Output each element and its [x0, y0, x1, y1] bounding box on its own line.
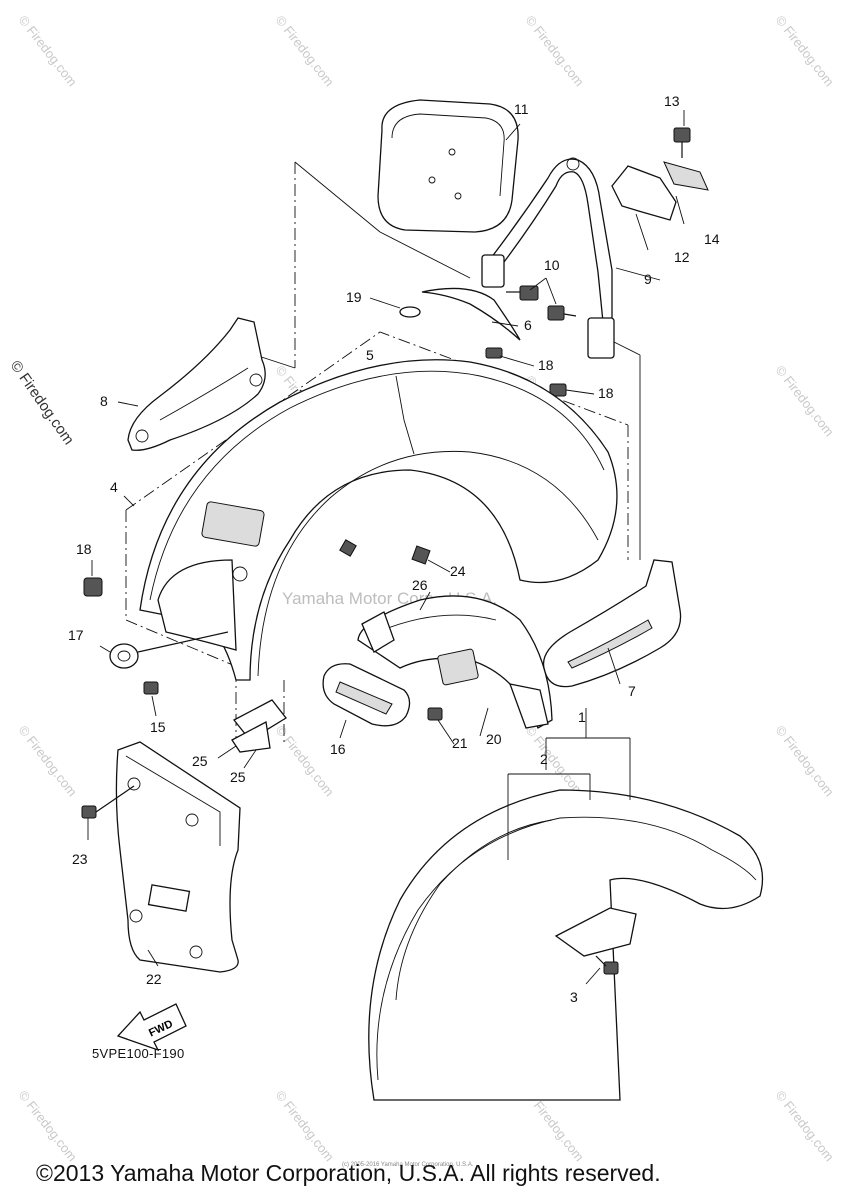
- part-9-backrest-frame: [481, 157, 615, 359]
- callout-23: 23: [72, 851, 88, 867]
- watermark: © Firedog.com: [523, 723, 587, 800]
- watermark: © Firedog.com: [273, 723, 337, 800]
- part-11-backrest-pad: [377, 99, 519, 233]
- callout-25a: 25: [192, 753, 208, 769]
- leader-lines: [87, 110, 685, 985]
- callout-2: 2: [540, 751, 548, 767]
- callout-10: 10: [544, 257, 560, 273]
- part-15-17-25-hardware: [109, 631, 287, 753]
- callout-1: 1: [578, 709, 586, 725]
- callout-11: 11: [514, 101, 529, 117]
- callout-18b: 18: [598, 385, 614, 401]
- part-4-5-rear-fender: [139, 359, 618, 681]
- part-22-panel: [81, 741, 241, 973]
- part-12-13-14-hardware: [611, 127, 709, 221]
- callout-8: 8: [100, 393, 108, 409]
- callout-3: 3: [570, 989, 578, 1005]
- callout-17: 17: [68, 627, 84, 643]
- part-7-right-grab-bar: [542, 559, 682, 688]
- part-8-left-grab-bar: [127, 317, 266, 451]
- callout-6: 6: [524, 317, 532, 333]
- watermark: © Firedog.com: [16, 1088, 80, 1165]
- callout-12: 12: [674, 249, 690, 265]
- callout-15: 15: [150, 719, 166, 735]
- fwd-arrow-icon: FWD: [116, 1003, 187, 1052]
- watermark: © Firedog.com: [16, 13, 80, 90]
- callout-24: 24: [450, 563, 466, 579]
- callout-9: 9: [644, 271, 652, 287]
- watermark-dark: © Firedog.com: [7, 358, 77, 449]
- callout-14: 14: [704, 231, 720, 247]
- watermark: © Firedog.com: [773, 363, 837, 440]
- watermark: © Firedog.com: [523, 13, 587, 90]
- part-20-26-mud-guard: [322, 545, 553, 729]
- callout-18c: 18: [76, 541, 92, 557]
- copyright-footer: ©2013 Yamaha Motor Corporation, U.S.A. A…: [36, 1160, 661, 1186]
- part-1-2-front-fender: [368, 789, 764, 1101]
- callout-20: 20: [486, 731, 502, 747]
- watermark: © Firedog.com: [773, 1088, 837, 1165]
- callout-5: 5: [366, 347, 374, 363]
- callout-25b: 25: [230, 769, 246, 785]
- callout-22: 22: [146, 971, 162, 987]
- callout-16: 16: [330, 741, 346, 757]
- watermark: © Firedog.com: [273, 13, 337, 90]
- callout-26: 26: [412, 577, 428, 593]
- callout-18a: 18: [538, 357, 554, 373]
- callout-13: 13: [664, 93, 680, 109]
- diagram-code: 5VPE100-F190: [92, 1046, 185, 1061]
- watermark: © Firedog.com: [773, 723, 837, 800]
- callout-4: 4: [110, 479, 118, 495]
- small-hardware: [83, 285, 577, 597]
- watermark: © Firedog.com: [773, 13, 837, 90]
- callout-7: 7: [628, 683, 636, 699]
- callout-labels: 11 13 14 12 10 9 19 6 5 18 18 8 4 18 24 …: [68, 93, 720, 1005]
- watermark: © Firedog.com: [16, 723, 80, 800]
- tiny-copyright-note: (c) 2005-2016 Yamaha Motor Corporation, …: [342, 1162, 474, 1168]
- watermark: © Firedog.com: [273, 1088, 337, 1165]
- callout-19: 19: [346, 289, 362, 305]
- callout-21: 21: [452, 735, 468, 751]
